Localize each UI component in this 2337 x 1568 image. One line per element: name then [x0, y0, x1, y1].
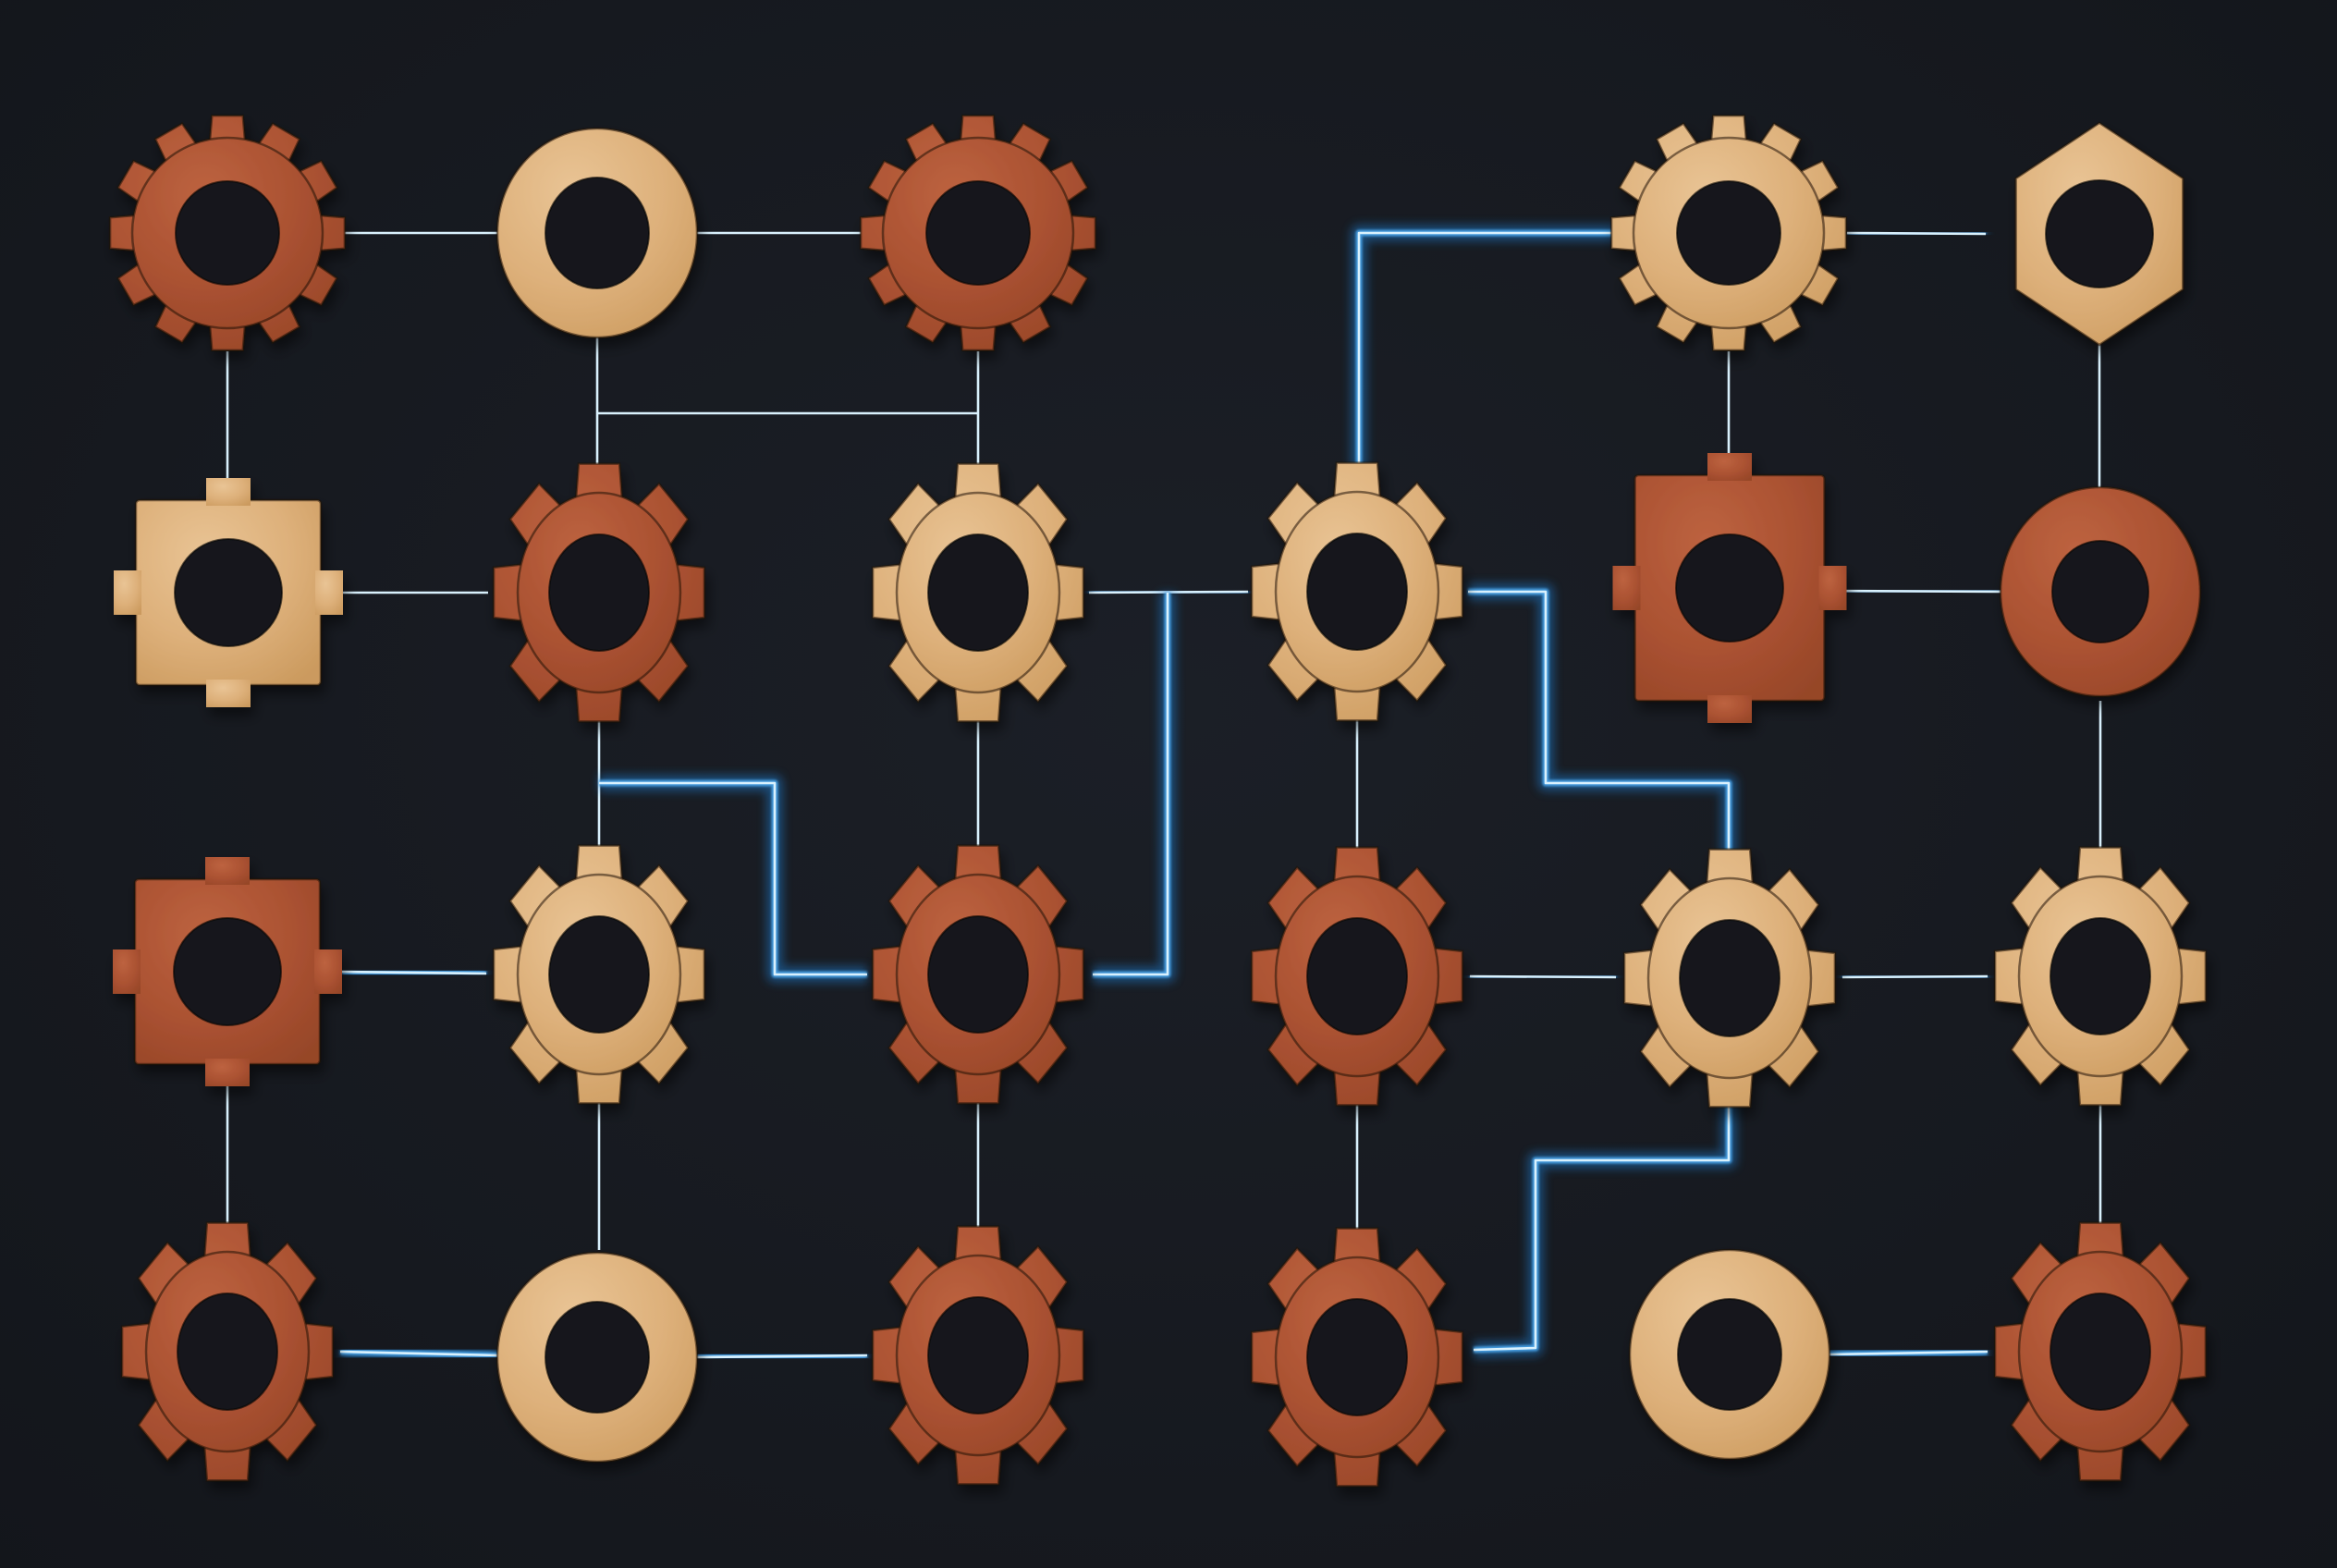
gear-nodes — [108, 114, 2208, 1488]
trace-r3-c5-c6 — [1841, 968, 1988, 986]
gear-node-n20 — [871, 1225, 1085, 1486]
square-gear-node-n10 — [1612, 453, 1847, 723]
gear-node-n13 — [492, 844, 706, 1105]
gear-node-n16 — [1622, 848, 1837, 1109]
trace-r1-c5-c6 — [1846, 225, 1987, 242]
square-gear-node-n12 — [113, 857, 342, 1086]
gear-node-n04 — [1609, 114, 1848, 352]
trace-stair-c4r2-to-c5r3 — [1468, 583, 1737, 862]
gear-node-n07 — [492, 462, 706, 723]
gear-node-n14 — [871, 844, 1085, 1105]
gear-node-n23 — [1993, 1221, 2208, 1482]
trace-r4-c2-c3 — [694, 1347, 868, 1366]
trace-L-c5r1-c4r2 — [1351, 225, 1620, 476]
trace-r2-c5-c6 — [1828, 582, 2003, 600]
gear-node-n17 — [1993, 846, 2208, 1107]
gear-node-n21 — [1250, 1227, 1464, 1488]
gear-node-n03 — [859, 114, 1097, 352]
gear-node-n01 — [108, 114, 347, 352]
trace-r3-c4-c5 — [1469, 968, 1617, 986]
circuit-traces — [219, 225, 2109, 1366]
gear-node-n18 — [120, 1221, 335, 1482]
hex-nut-node-n05 — [2014, 121, 2184, 347]
trace-r4-c1-c2 — [339, 1343, 500, 1364]
trace-branch-c2-to-c3r3 — [599, 775, 867, 983]
ring-node-n19 — [496, 1251, 699, 1464]
trace-r3-c1-c2 — [341, 963, 487, 982]
ring-node-n02 — [496, 127, 699, 339]
trace-r2-c3-c4 — [1088, 583, 1249, 601]
trace-stair-c5r3-to-c4r4 — [1473, 1096, 1737, 1358]
trace-r4-c5-c6 — [1827, 1343, 1988, 1363]
ring-node-n22 — [1628, 1248, 1831, 1461]
square-gear-node-n06 — [114, 478, 343, 707]
gear-node-n09 — [1250, 461, 1464, 722]
gear-node-n08 — [871, 462, 1085, 723]
gear-node-n15 — [1250, 846, 1464, 1107]
ring-node-n11 — [1999, 485, 2202, 698]
trace-branch-r2-to-c3r3 — [1093, 593, 1176, 983]
